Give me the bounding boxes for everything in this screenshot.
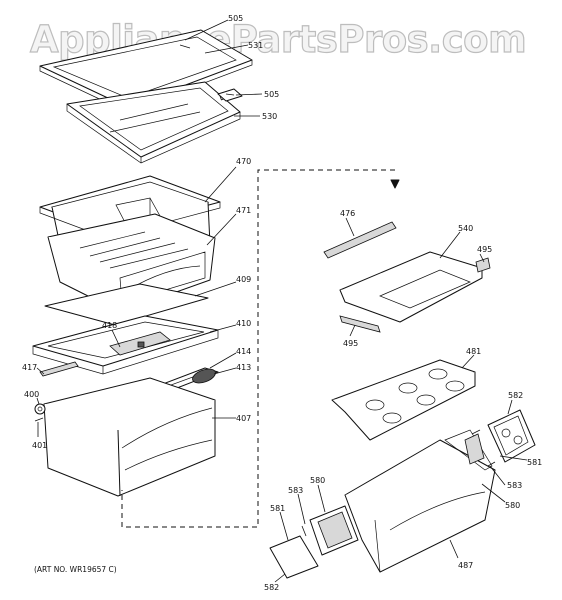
- vent-screws: [301, 429, 496, 537]
- label-481: 481: [466, 347, 481, 356]
- pan-cover: [331, 359, 476, 441]
- label-583-right: 583: [507, 481, 522, 490]
- leader-lines: [36, 19, 528, 583]
- crisper-glass: [44, 283, 209, 326]
- label-495-right: 495: [477, 245, 492, 254]
- label-531: 531: [248, 41, 263, 50]
- rail-strip: [323, 221, 397, 259]
- support-rod: [39, 361, 79, 377]
- label-401: 401: [32, 441, 47, 450]
- label-418: 418: [102, 321, 117, 330]
- label-505: 505: [228, 14, 243, 23]
- direction-arrow: [390, 179, 400, 189]
- shelf-clip: [217, 88, 243, 102]
- label-471: 471: [236, 206, 251, 215]
- tray-bracket: [339, 315, 381, 333]
- callout-labels: 505 531 505 530 470 471 409 418 410 414 …: [22, 14, 542, 592]
- label-417: 417: [22, 363, 37, 372]
- label-582-plate: 582: [264, 583, 279, 592]
- control-bracket: [309, 505, 359, 556]
- roller: [192, 368, 216, 384]
- crisper-drawer: [43, 377, 216, 497]
- crisper-frame: [32, 315, 219, 375]
- label-487: 487: [458, 561, 473, 570]
- label-530: 530: [262, 112, 277, 121]
- label-581-right: 581: [527, 458, 542, 467]
- shelf-frame: [66, 81, 241, 164]
- label-582-vent: 582: [508, 391, 523, 400]
- label-580-left: 580: [310, 476, 325, 485]
- pan-drawer: [344, 429, 496, 573]
- label-407: 407: [236, 414, 251, 423]
- humidity-vent: [487, 409, 536, 463]
- label-505-clip: 505: [264, 90, 279, 99]
- assembly-boundary: [121, 169, 395, 528]
- egg-tray: [339, 251, 491, 323]
- label-409: 409: [236, 275, 251, 284]
- label-495-left: 495: [343, 339, 358, 348]
- label-581-left: 581: [270, 504, 285, 513]
- label-414: 414: [236, 347, 251, 356]
- art-number: (ART NO. WR19657 C): [34, 565, 117, 574]
- label-476: 476: [340, 209, 355, 218]
- control-bracket-right: [464, 433, 485, 465]
- cam-screw: [34, 403, 46, 422]
- control-plate: [269, 535, 319, 579]
- label-400: 400: [24, 390, 39, 399]
- deli-drawer: [47, 213, 216, 313]
- glass-shelf: [39, 29, 253, 113]
- label-413: 413: [236, 363, 251, 372]
- label-540: 540: [458, 224, 473, 233]
- label-470: 470: [236, 157, 251, 166]
- label-410: 410: [236, 319, 251, 328]
- label-583-left: 583: [288, 486, 303, 495]
- label-580-right: 580: [505, 501, 520, 510]
